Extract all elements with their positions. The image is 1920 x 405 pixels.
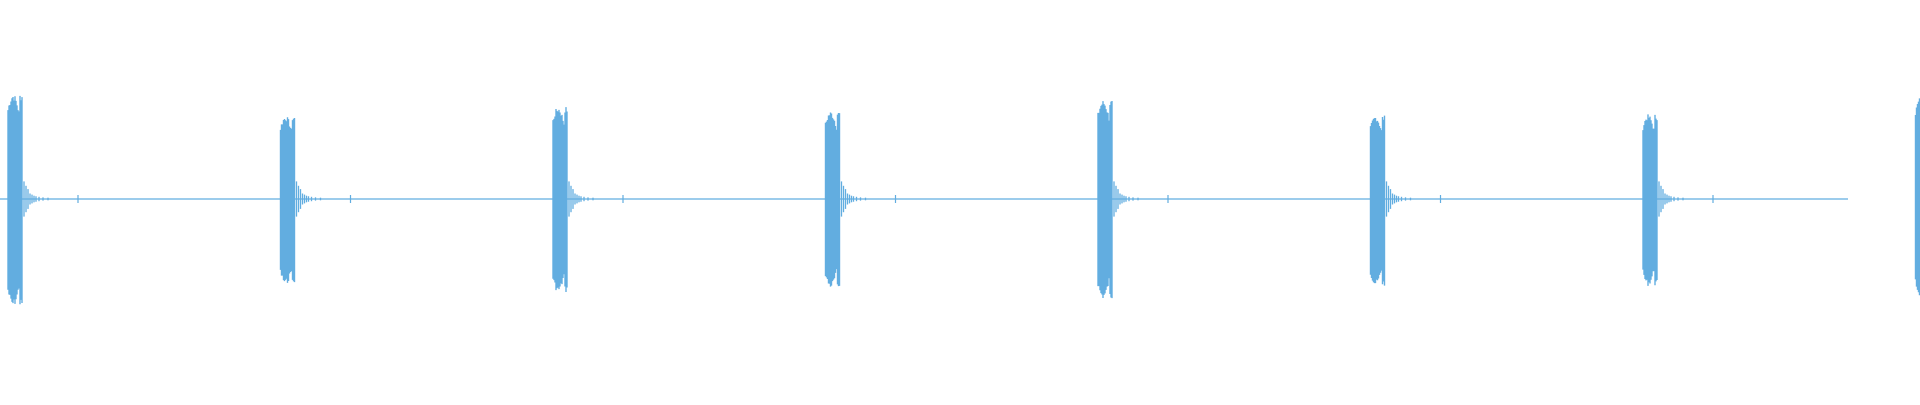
waveform-burst bbox=[281, 117, 351, 283]
waveform-burst bbox=[1916, 98, 1920, 296]
waveform-burst bbox=[8, 96, 78, 304]
waveform-bursts bbox=[8, 96, 1920, 304]
waveform-burst bbox=[1371, 116, 1441, 286]
waveform-burst bbox=[1643, 114, 1713, 285]
